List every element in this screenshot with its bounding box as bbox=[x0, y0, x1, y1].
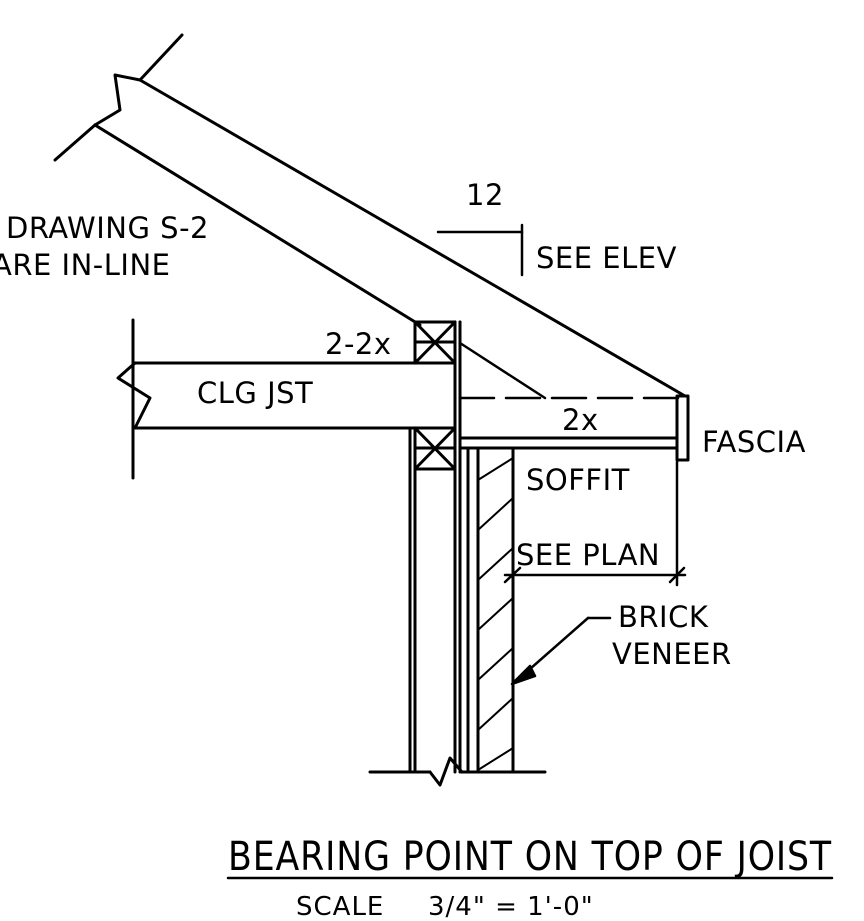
soffit-label: SOFFIT bbox=[526, 463, 630, 497]
pitch-symbol bbox=[436, 223, 524, 277]
double-plate-label: 2-2x bbox=[325, 327, 392, 361]
scale-value: 3/4" = 1'-0" bbox=[428, 892, 594, 921]
note-line-1: DRAWING S-2 bbox=[6, 211, 209, 245]
brick-label-1: BRICK bbox=[618, 600, 709, 634]
scale-label: SCALE bbox=[296, 892, 384, 921]
ceiling-joist-label: CLG JST bbox=[197, 376, 313, 410]
drawing-title: BEARING POINT ON TOP OF JOIST bbox=[228, 834, 832, 880]
fascia-label: FASCIA bbox=[702, 425, 806, 459]
soffit-framing bbox=[458, 341, 690, 462]
base-line bbox=[368, 756, 547, 787]
brick-leader bbox=[510, 616, 612, 686]
overhang-dimension bbox=[503, 460, 687, 587]
soffit-framing-label: 2x bbox=[562, 403, 599, 437]
pitch-run-label: 12 bbox=[466, 178, 504, 212]
double-top-plate bbox=[413, 320, 457, 471]
overhang-label: SEE PLAN bbox=[516, 538, 660, 572]
ceiling-joist bbox=[116, 318, 417, 480]
brick-label-2: VENEER bbox=[612, 637, 732, 671]
brick-veneer bbox=[476, 446, 515, 774]
pitch-rise-label: SEE ELEV bbox=[536, 241, 677, 275]
note-line-2: ARE IN-LINE bbox=[0, 248, 170, 282]
wall-framing bbox=[408, 320, 470, 774]
